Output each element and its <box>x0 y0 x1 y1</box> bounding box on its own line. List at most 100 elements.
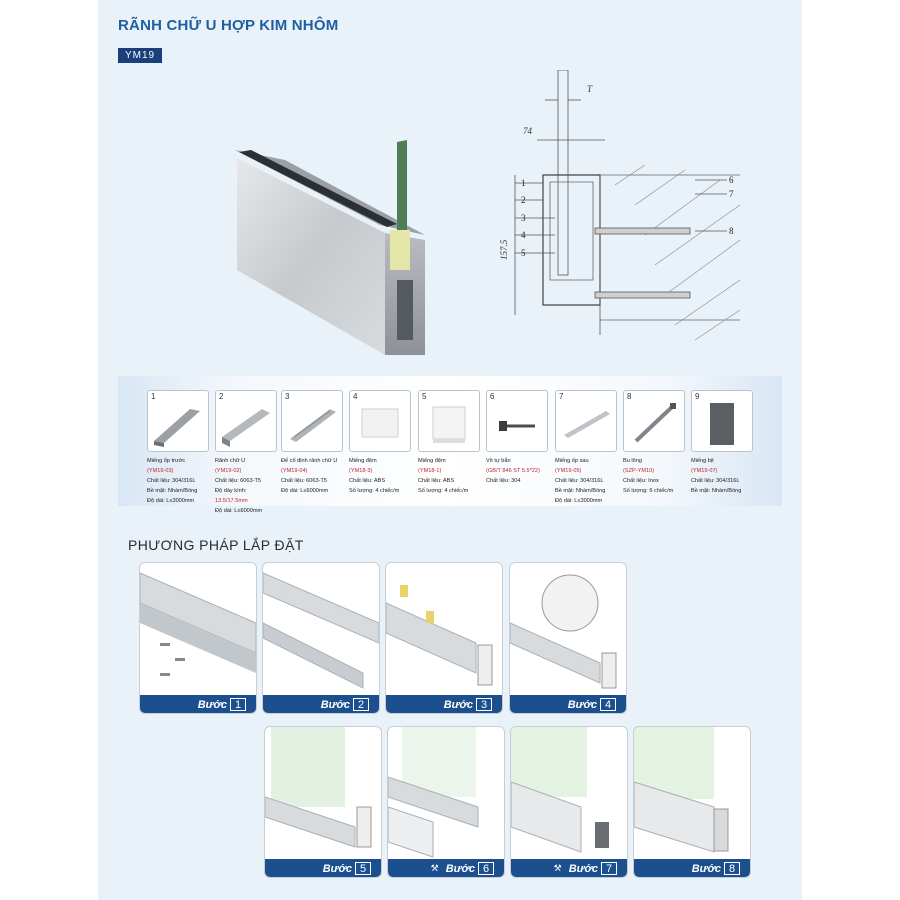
part-card: 6 <box>486 390 548 452</box>
part-card: 2 <box>215 390 277 452</box>
step-number: 5 <box>355 862 371 875</box>
part-length: Độ dài: L≤3000mm <box>147 498 195 504</box>
part-glass-thickness-label: Độ dày kính: <box>215 488 247 494</box>
part-code: (SZP-YM10) <box>623 468 655 474</box>
callout-1: 1 <box>521 178 526 188</box>
part-code: (YM18-3) <box>349 468 373 474</box>
part-item: 9 Miếng bịt (YM19-07) Chất liệu: 304/316… <box>691 390 753 496</box>
part-material: Chất liệu: 6063-T5 <box>281 478 328 484</box>
part-number: 1 <box>151 392 156 401</box>
page-title: RÃNH CHỮ U HỢP KIM NHÔM <box>118 17 339 34</box>
part-item: 5 Miếng đệm (YM18-1) Chất liệu: ABS Số l… <box>418 390 480 496</box>
part-length: Độ dài: L≤3000mm <box>555 498 603 504</box>
callout-6: 6 <box>729 175 734 185</box>
step-illustration <box>265 727 372 848</box>
height-dimension: 157.5 <box>499 239 509 260</box>
part-surface: Bề mặt: Nhám/Bóng <box>691 488 742 494</box>
part-name: Rãnh chữ U <box>215 458 246 464</box>
part-item: 7 Miếng ốp sau (YM19-05) Chất liệu: 304/… <box>555 390 617 506</box>
callout-8: 8 <box>729 226 734 236</box>
part-material: Chất liệu: ABS <box>418 478 455 484</box>
part-code: (YM18-1) <box>418 468 442 474</box>
step-illustration <box>511 727 609 853</box>
wrench-icon: ⚒ <box>430 863 439 873</box>
part-item: 1 Miếng ốp trước (YM19-03) Chất liệu: 30… <box>147 390 209 506</box>
part-material: Chất liệu: 304/316L <box>555 478 604 484</box>
step-number: 3 <box>476 698 492 711</box>
callout-2: 2 <box>521 195 526 205</box>
wrench-icon: ⚒ <box>553 863 562 873</box>
part-name: Miếng ốp sau <box>555 458 589 464</box>
step-illustration <box>634 727 729 853</box>
part-number: 6 <box>490 392 495 401</box>
part-material: Chất liệu: 6063-T5 <box>215 478 262 484</box>
callout-5: 5 <box>521 248 526 258</box>
step-number: 2 <box>353 698 369 711</box>
part-quantity: Số lượng: 6 chiếc/m <box>623 488 674 494</box>
part-glass-thickness: 13.5/17.5mm <box>215 498 248 504</box>
part-code: (YM19-04) <box>281 468 308 474</box>
fixing-strip-icon <box>290 409 336 442</box>
part-code: (YM19-02) <box>215 468 242 474</box>
part-card: 5 <box>418 390 480 452</box>
part-name: Miếng bịt <box>691 458 714 464</box>
model-code-badge: YM19 <box>118 48 162 63</box>
part-card: 4 <box>349 390 411 452</box>
part-surface: Bề mặt: Nhám/Bóng <box>147 488 198 494</box>
step-illustration <box>510 574 617 689</box>
part-surface: Bề mặt: Nhám/Bóng <box>555 488 606 494</box>
step-number: 4 <box>600 698 616 711</box>
part-item: 4 Miếng đệm (YM18-3) Chất liệu: ABS Số l… <box>349 390 411 496</box>
step-number: 1 <box>230 698 246 711</box>
part-number: 8 <box>627 392 632 401</box>
part-item: 6 Vít tự bắn (GB/T 846 ST 5.5*22) Chất l… <box>486 390 548 486</box>
part-quantity: Số lượng: 4 chiếc/m <box>349 488 400 494</box>
spacer-block-icon <box>361 408 399 438</box>
part-item: 8 Bu lông (SZP-YM10) Chất liệu: Inox Số … <box>623 390 685 496</box>
part-name: Đế cố định rãnh chữ U <box>281 458 338 464</box>
callout-7: 7 <box>729 189 734 199</box>
part-name: Vít tự bắn <box>486 458 511 464</box>
part-code: (YM19-03) <box>147 468 174 474</box>
part-length: Độ dài: L≤6000mm <box>215 508 263 514</box>
step-illustration <box>386 585 493 686</box>
part-card: 8 <box>623 390 685 452</box>
screw-icon <box>499 421 535 431</box>
part-name: Miếng đệm <box>349 458 377 464</box>
part-item: 3 Đế cố định rãnh chữ U (YM19-04) Chất l… <box>281 390 343 496</box>
part-number: 5 <box>422 392 427 401</box>
part-material: Chất liệu: 304/316L <box>147 478 196 484</box>
part-card: 3 <box>281 390 343 452</box>
cross-section-drawing: T 74 157.5 1 2 3 4 5 6 7 8 <box>499 70 741 341</box>
part-card: 1 <box>147 390 209 452</box>
step-number: 7 <box>601 862 617 875</box>
part-length: Độ dài: L≤6000mm <box>281 488 329 494</box>
part-material: Chất liệu: ABS <box>349 478 386 484</box>
part-number: 3 <box>285 392 290 401</box>
part-card: 9 <box>691 390 753 452</box>
spacer-plate-icon <box>432 406 466 443</box>
step-illustration <box>388 727 479 858</box>
anchor-bolt-icon <box>634 403 676 443</box>
part-number: 9 <box>695 392 700 401</box>
